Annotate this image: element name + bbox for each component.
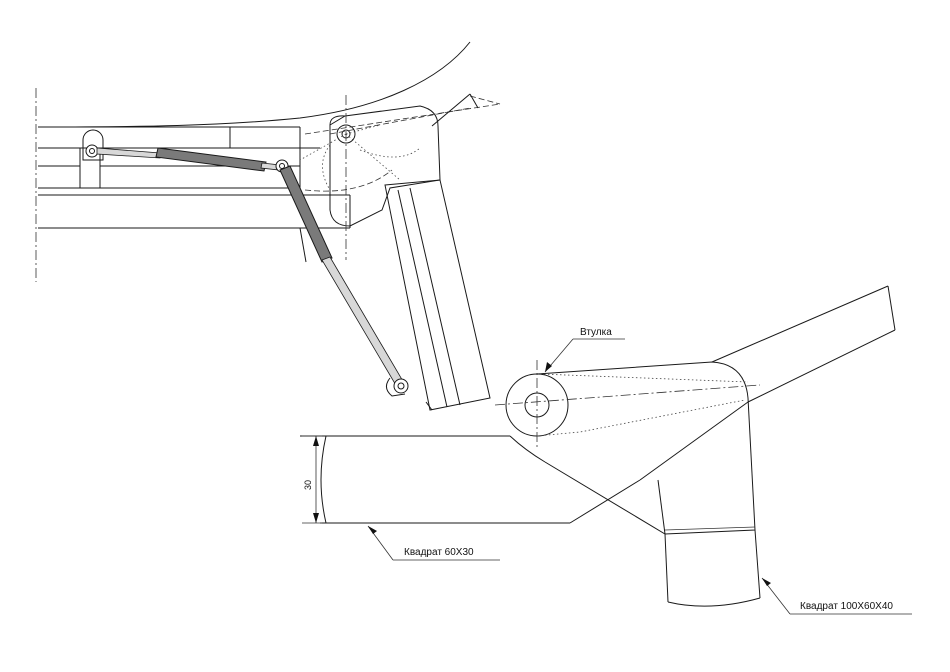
bushing-label: Втулка xyxy=(580,327,612,338)
square-60x30-label: Квадрат 60X30 xyxy=(404,547,474,558)
label-square-large: Квадрат 100X60X40 xyxy=(761,577,912,615)
swing-arm xyxy=(384,93,491,411)
dimension-height: 30 xyxy=(302,435,322,524)
label-bushing: Втулка xyxy=(544,327,625,373)
dimension-30-text: 30 xyxy=(303,480,313,490)
square-100x60x40-label: Квадрат 100X60X40 xyxy=(800,601,893,612)
gas-spring-lower xyxy=(279,165,409,397)
gas-spring-upper xyxy=(85,144,289,173)
upper-frame xyxy=(35,41,471,282)
pivot-plate xyxy=(299,95,501,260)
lower-assembly xyxy=(300,285,896,607)
label-square-small: Квадрат 60X30 xyxy=(367,525,500,561)
